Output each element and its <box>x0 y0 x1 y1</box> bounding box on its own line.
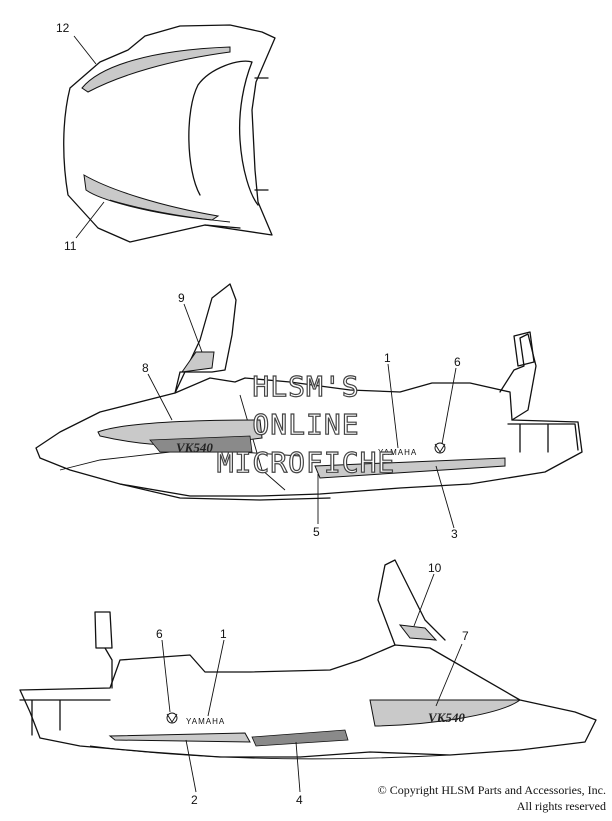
copyright-line-1: © Copyright HLSM Parts and Accessories, … <box>377 783 606 797</box>
watermark-line-3: MICROFICHE <box>217 446 396 479</box>
callout-6-right: 6 <box>454 355 461 369</box>
watermark-line-1: HLSM'S <box>252 370 359 403</box>
watermark-line-2: ONLINE <box>252 408 359 441</box>
callout-10: 10 <box>428 561 442 575</box>
tuning-fork-emblem-icon <box>434 442 446 454</box>
copyright-notice: © Copyright HLSM Parts and Accessories, … <box>378 782 606 814</box>
callout-4: 4 <box>296 793 303 807</box>
side-stripe-decal-2 <box>108 732 251 743</box>
side-decal-4 <box>251 729 349 747</box>
brand-decal-text-left: YAMAHA <box>186 717 225 726</box>
callout-1-right: 1 <box>384 351 391 365</box>
sled-right-side: VK540 YAMAHA <box>35 283 583 501</box>
tuning-fork-emblem-icon-left <box>166 712 178 724</box>
callout-1-left: 1 <box>220 627 227 641</box>
windshield-decal-9 <box>180 351 215 373</box>
hood-decal-upper <box>81 46 231 93</box>
callout-6-left: 6 <box>156 627 163 641</box>
model-decal-text-left: VK540 <box>428 710 465 725</box>
callout-2: 2 <box>191 793 198 807</box>
side-panel-decal-7 <box>369 699 522 727</box>
callout-8: 8 <box>142 361 149 375</box>
brand-decal-text-right: YAMAHA <box>378 448 417 457</box>
callout-9: 9 <box>178 291 185 305</box>
callout-12: 12 <box>56 21 70 35</box>
callout-11: 11 <box>64 239 77 253</box>
callout-5: 5 <box>313 525 320 539</box>
sled-left-side: VK540 YAMAHA <box>19 559 597 760</box>
callout-labels: 12 11 9 8 1 6 5 3 10 7 6 1 2 4 <box>56 21 469 807</box>
hood-decal-lower <box>83 174 220 221</box>
watermark: HLSM'S ONLINE MICROFICHE <box>216 369 396 479</box>
callout-3: 3 <box>451 527 458 541</box>
copyright-line-2: All rights reserved <box>516 799 606 813</box>
windshield-decal-10 <box>398 624 438 641</box>
model-decal-text-right: VK540 <box>176 440 213 455</box>
callout-leaders <box>73 35 463 793</box>
hood-top-view <box>63 24 276 243</box>
callout-7: 7 <box>462 629 469 643</box>
